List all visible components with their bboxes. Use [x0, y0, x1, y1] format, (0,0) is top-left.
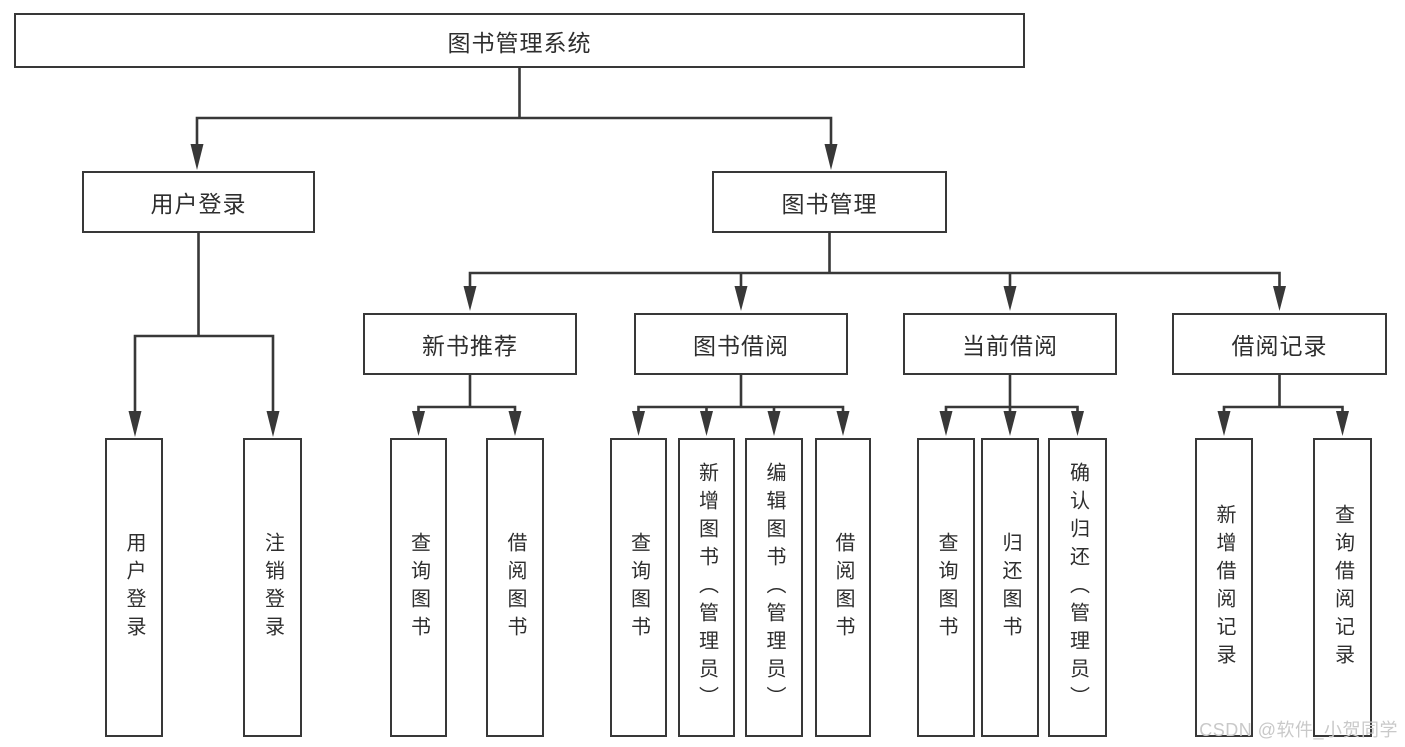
leaf-add-borrow-record: 新增借阅记录 [1195, 438, 1253, 737]
leaf-label: 新增图书（管理员） [695, 461, 718, 714]
leaf-query-books-borrow: 查询图书 [610, 438, 667, 737]
node-label: 图书管理系统 [447, 29, 592, 56]
node-label: 图书借阅 [693, 333, 789, 359]
leaf-user-login: 用户登录 [105, 438, 163, 737]
leaf-label: 查询图书 [407, 531, 430, 644]
leaf-edit-books-admin: 编辑图书（管理员） [745, 438, 803, 737]
leaf-add-books-admin: 新增图书（管理员） [678, 438, 735, 737]
leaf-label: 归还图书 [999, 531, 1021, 644]
node-borrow-records: 借阅记录 [1172, 313, 1387, 375]
leaf-label: 用户登录 [123, 531, 145, 644]
node-book-borrow: 图书借阅 [634, 313, 848, 375]
node-library-management-system: 图书管理系统 [14, 13, 1025, 68]
leaf-borrow-books: 借阅图书 [815, 438, 871, 737]
leaf-label: 确认归还（管理员） [1066, 461, 1089, 714]
leaf-label: 查询图书 [627, 531, 650, 644]
leaf-label: 借阅图书 [832, 531, 854, 644]
leaf-query-books-current: 查询图书 [917, 438, 975, 737]
leaf-logout-login: 注销登录 [243, 438, 302, 737]
leaf-label: 查询图书 [935, 531, 957, 644]
leaf-label: 查询借阅记录 [1331, 503, 1354, 672]
node-book-management: 图书管理 [712, 171, 947, 233]
leaf-borrow-books-recommend: 借阅图书 [486, 438, 544, 737]
leaf-return-books: 归还图书 [981, 438, 1039, 737]
node-label: 新书推荐 [422, 333, 518, 359]
node-label: 图书管理 [781, 191, 878, 217]
leaf-label: 新增借阅记录 [1213, 503, 1235, 672]
node-user-login: 用户登录 [82, 171, 315, 233]
node-new-book-recommend: 新书推荐 [363, 313, 577, 375]
node-label: 当前借阅 [962, 333, 1058, 359]
leaf-confirm-return-admin: 确认归还（管理员） [1048, 438, 1107, 737]
csdn-watermark: CSDN @软件_小贺同学 [1199, 720, 1398, 740]
node-label: 借阅记录 [1231, 333, 1328, 359]
node-label: 用户登录 [150, 191, 247, 217]
leaf-query-books-recommend: 查询图书 [390, 438, 447, 737]
leaf-label: 注销登录 [261, 531, 284, 644]
leaf-label: 借阅图书 [504, 531, 526, 644]
leaf-query-borrow-record: 查询借阅记录 [1313, 438, 1372, 737]
leaf-label: 编辑图书（管理员） [763, 461, 785, 714]
node-current-borrow: 当前借阅 [903, 313, 1117, 375]
